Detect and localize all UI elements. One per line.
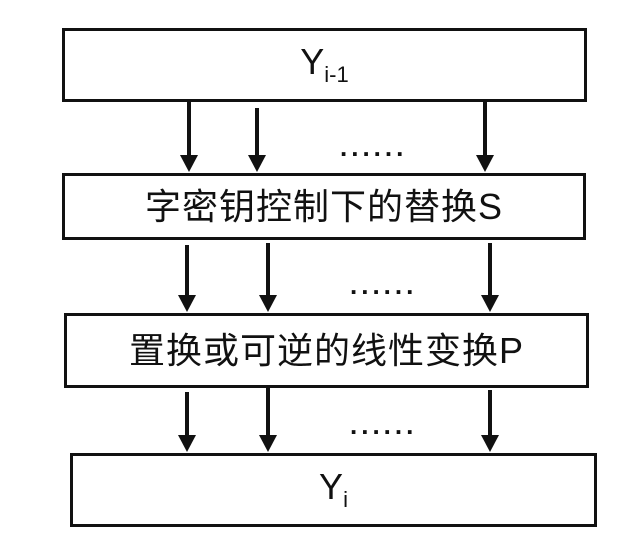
- arrow-down-icon: [488, 243, 492, 295]
- ellipsis-dots: ......: [350, 270, 418, 300]
- box-permutation: 置换或可逆的线性变换P: [64, 313, 589, 388]
- y-base: Y: [300, 41, 325, 82]
- y-base: Y: [319, 466, 344, 507]
- arrow-down-icon: [266, 388, 270, 435]
- y-prev-subscript: i-1: [324, 62, 349, 87]
- y-current-subscript: i: [343, 487, 348, 512]
- arrow-down-icon: [255, 108, 259, 155]
- arrow-down-icon: [483, 102, 487, 155]
- arrow-down-icon: [187, 102, 191, 155]
- box-substitution: 字密钥控制下的替换S: [62, 173, 586, 240]
- box-y-prev: Yi-1: [62, 28, 587, 102]
- box-y-current-label: Yi: [319, 469, 348, 511]
- box-y-prev-label: Yi-1: [300, 44, 348, 86]
- box-permutation-label: 置换或可逆的线性变换P: [128, 329, 524, 371]
- box-y-current: Yi: [70, 453, 597, 527]
- arrow-down-icon: [488, 390, 492, 435]
- arrow-down-icon: [185, 392, 189, 435]
- ellipsis-dots: ......: [340, 132, 408, 162]
- box-substitution-label: 字密钥控制下的替换S: [144, 185, 503, 227]
- arrow-down-icon: [266, 243, 270, 295]
- ellipsis-dots: ......: [350, 410, 418, 440]
- arrow-down-icon: [185, 245, 189, 295]
